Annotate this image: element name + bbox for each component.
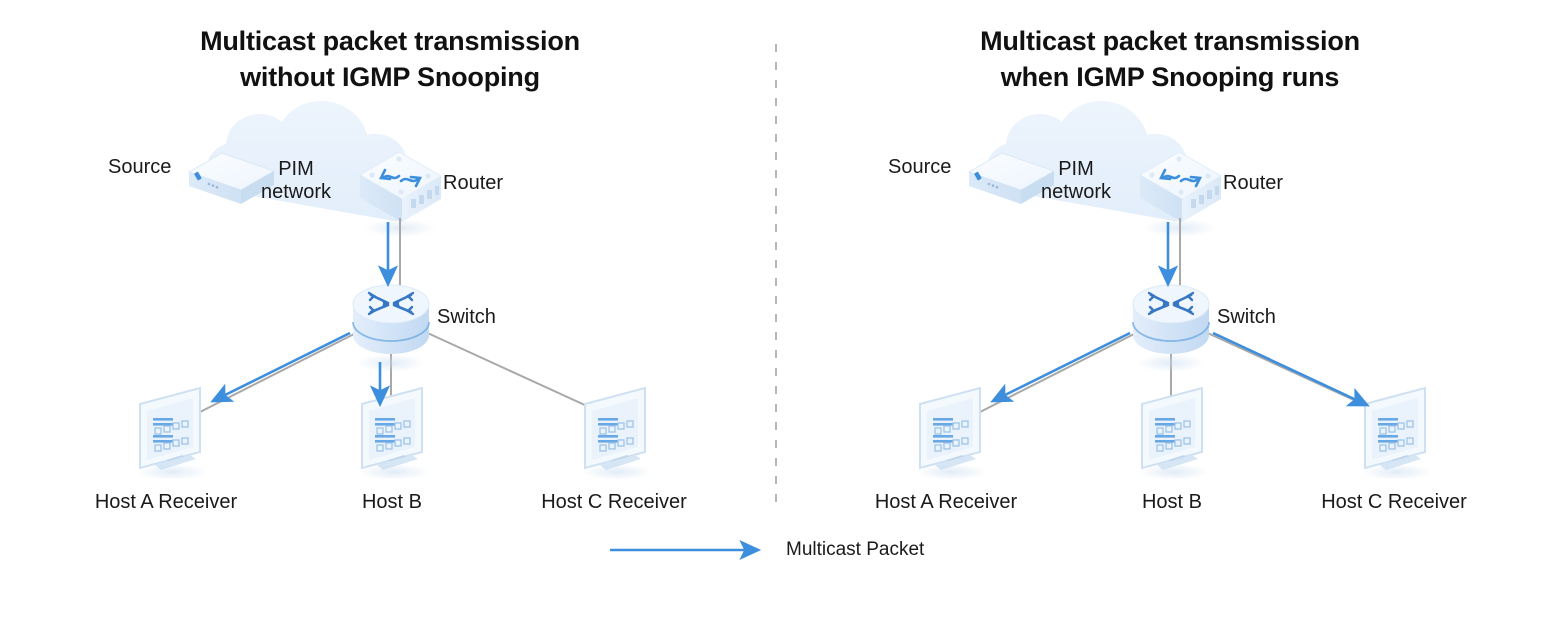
host-c-device-right: [1361, 386, 1433, 480]
legend-multicast-label: Multicast Packet: [786, 539, 925, 560]
link-switch-to-host-c-left: [420, 329, 601, 413]
host-c-label-right: Host C Receiver: [1321, 491, 1467, 513]
pim-cloud-label-left-line1: PIM: [278, 158, 314, 180]
source-device-left: [187, 152, 276, 204]
host-a-device-left: [136, 386, 208, 480]
link-switch-to-host-a-right: [979, 329, 1143, 413]
host-c-device-left: [581, 386, 653, 480]
panel-title-right: Multicast packet transmission when IGMP …: [780, 24, 1560, 96]
host-a-label-right: Host A Receiver: [874, 491, 1018, 513]
multicast-arrow-switch-to-host-c-right: [1212, 331, 1370, 407]
panel-title-left-line2: without IGMP Snooping: [240, 61, 540, 92]
panel-title-right-line1: Multicast packet transmission: [980, 26, 1360, 56]
multicast-arrow-switch-to-host-a-right: [990, 331, 1131, 403]
panel-with-igmp-snooping: Multicast packet transmission when IGMP …: [780, 0, 1560, 530]
host-a-label-left: Host A Receiver: [94, 491, 238, 513]
pim-cloud-label-right-line2: network: [1040, 181, 1112, 203]
router-label-right: Router: [1223, 172, 1284, 194]
switch-label-left: Switch: [437, 306, 496, 328]
source-label-left: Source: [108, 156, 172, 178]
switch-device-left: [352, 284, 430, 372]
topology-art-right: [916, 101, 1433, 480]
host-b-label-right: Host B: [1141, 491, 1203, 513]
source-device-right: [967, 152, 1056, 204]
router-device-right: [1139, 151, 1222, 237]
panel-title-left-line1: Multicast packet transmission: [200, 26, 580, 56]
panel-title-left: Multicast packet transmission without IG…: [0, 24, 780, 96]
switch-device-right: [1132, 284, 1210, 372]
legend: Multicast Packet: [0, 538, 1560, 588]
host-a-device-right: [916, 386, 988, 480]
router-label-left: Router: [443, 172, 504, 194]
host-b-label-left: Host B: [361, 491, 423, 513]
source-label-right: Source: [888, 156, 952, 178]
pim-cloud-label-left-line2: network: [260, 181, 332, 203]
panel-divider: [775, 44, 777, 510]
host-c-label-left: Host C Receiver: [541, 491, 687, 513]
multicast-arrow-switch-to-host-a-left: [210, 331, 351, 403]
switch-label-right: Switch: [1217, 306, 1276, 328]
topology-art-left: [136, 101, 653, 480]
legend-multicast-arrow-icon: [610, 539, 762, 561]
panel-title-right-line2: when IGMP Snooping runs: [1000, 61, 1340, 92]
panel-without-igmp-snooping: Multicast packet transmission without IG…: [0, 0, 780, 530]
host-b-device-right: [1138, 386, 1210, 480]
host-b-device-left: [358, 386, 430, 480]
pim-cloud-label-right-line1: PIM: [1058, 158, 1094, 180]
link-switch-to-host-a-left: [199, 329, 363, 413]
